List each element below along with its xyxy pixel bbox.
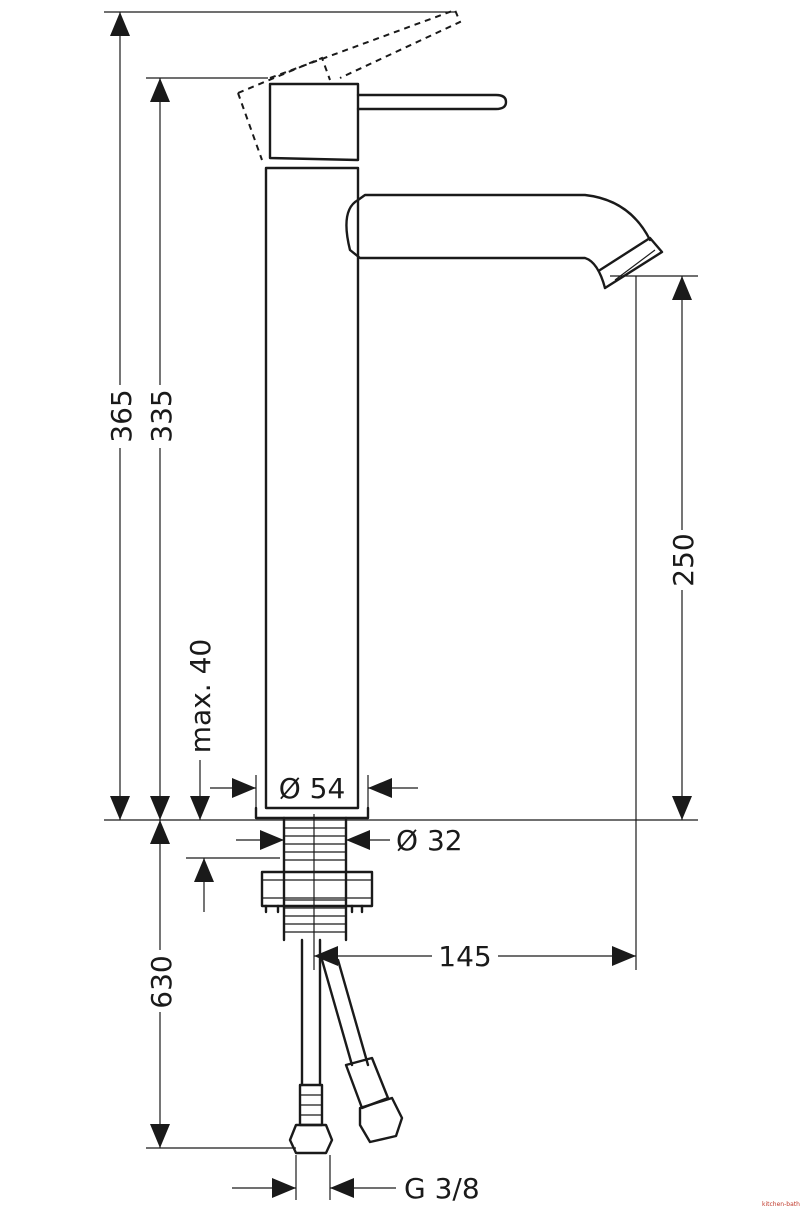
lever-open-dashed-arm	[269, 8, 462, 79]
nut-detail	[262, 879, 372, 899]
ext-thread	[295, 1155, 331, 1200]
dim-label-thread: G 3/8	[404, 1172, 480, 1205]
dim-label-335: 335	[145, 389, 178, 442]
spout-upper	[356, 193, 652, 242]
watermark-text: kitchen-bath	[762, 1201, 800, 1208]
lever-handle	[356, 93, 508, 111]
dim-label-250: 250	[667, 533, 700, 586]
spout-tip	[598, 236, 664, 290]
handle-block	[268, 82, 360, 162]
base-flange	[254, 806, 370, 820]
spout-lower	[345, 198, 607, 290]
dim-label-630: 630	[145, 955, 178, 1008]
dim-label-diameter-54: Ø 54	[279, 772, 346, 805]
lever-open-dashed-left	[237, 92, 263, 161]
nut-teeth	[264, 904, 364, 914]
hex-nut-left	[288, 1123, 334, 1155]
lever-open-dashed-top	[237, 56, 331, 94]
hex-nut-right	[358, 1096, 404, 1144]
dim-label-365: 365	[105, 389, 138, 442]
hose-right	[320, 958, 370, 1067]
thread-lines	[284, 827, 346, 933]
faucet-outline	[237, 8, 664, 1155]
faucet-column	[264, 166, 360, 810]
hose-left	[300, 938, 322, 1087]
mounting-nut	[260, 870, 374, 908]
dim-label-145: 145	[438, 940, 491, 973]
dimension-lines	[104, 11, 698, 1200]
aerator-line	[614, 249, 656, 281]
dim-label-max-40: max. 40	[184, 639, 217, 753]
dim-label-diameter-32: Ø 32	[396, 824, 463, 857]
threaded-shank	[282, 816, 348, 942]
